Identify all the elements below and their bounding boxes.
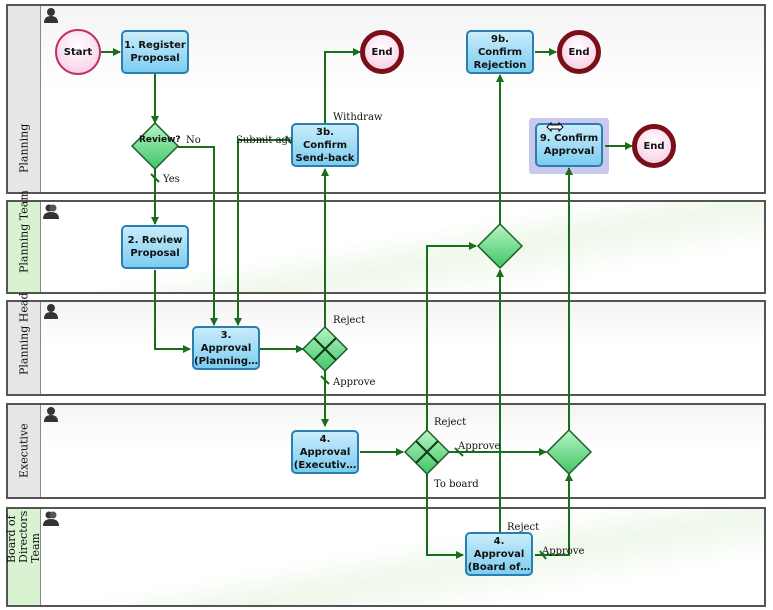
start-event[interactable]: Start: [55, 29, 101, 75]
gateway-approve-merge: [545, 428, 593, 476]
flow-label-to-board: To board: [434, 479, 479, 490]
lane-label-box: Board of Directors Team: [5, 509, 42, 605]
flow-label-reject: Reject: [434, 417, 467, 428]
lane-planning-head[interactable]: Planning Head: [6, 293, 766, 396]
end-event-withdraw[interactable]: End: [360, 30, 404, 74]
person-icon: [44, 8, 58, 23]
move-cursor-icon: [546, 121, 564, 133]
flow-review-no: [178, 146, 218, 326]
task-approval-executive[interactable]: 4. Approval (Executiv…: [291, 430, 359, 474]
flow-submit-again: [234, 139, 290, 326]
end-label: End: [371, 46, 393, 58]
task-confirm-approval[interactable]: 9. Confirm Approval: [535, 123, 603, 167]
task-confirm-rejection[interactable]: 9b. Confirm Rejection: [466, 30, 534, 74]
end-label: End: [568, 46, 590, 58]
end-label: End: [643, 140, 665, 152]
task-confirm-send-back[interactable]: 3b. Confirm Send-back: [291, 123, 359, 167]
group-icon: [43, 204, 59, 219]
flow-label-withdraw: Withdraw: [333, 112, 383, 123]
end-event-approval[interactable]: End: [632, 124, 676, 168]
lane-label-box: Executive: [8, 405, 41, 497]
flow-label-reject: Reject: [507, 522, 540, 533]
flow-label-approve: Approve: [542, 546, 585, 557]
lane-label-box: Planning Team: [8, 190, 41, 292]
flow-label-no: No: [186, 135, 201, 146]
end-event-rejection[interactable]: End: [557, 30, 601, 74]
task-review-proposal[interactable]: 2. Review Proposal: [121, 225, 189, 269]
flow-label-approve: Approve: [458, 441, 501, 452]
person-icon: [44, 304, 58, 319]
task-register-proposal[interactable]: 1. Register Proposal: [121, 30, 189, 74]
flow-label-yes: Yes: [163, 174, 180, 185]
gateway-executive-decision: [403, 428, 451, 476]
flow-review-to-approval: [154, 270, 191, 353]
lane-planning-team[interactable]: Planning Team: [6, 190, 766, 294]
start-label: Start: [63, 46, 93, 58]
lane-label-box: Planning Head: [8, 293, 41, 394]
gateway-reject-merge: [476, 222, 524, 270]
gateway-review: [130, 121, 180, 171]
flow-board-approve: [535, 473, 573, 556]
lane-board-of-directors-team[interactable]: Board of Directors Team: [5, 507, 766, 607]
flow-withdraw: [324, 48, 361, 123]
task-approval-board[interactable]: 4. Approval (Board of…: [465, 532, 533, 576]
flow-gw2-reject: [426, 242, 477, 430]
group-icon: [43, 511, 59, 526]
flow-label-reject: Reject: [333, 315, 366, 326]
flow-label-approve: Approve: [333, 377, 376, 388]
lane-label-box: Planning: [8, 6, 41, 192]
person-icon: [44, 407, 58, 422]
task-approval-planning[interactable]: 3. Approval (Planning…: [192, 326, 260, 370]
flow-label-submit-again: Submit again: [236, 135, 292, 146]
flow-gw2-to-board: [426, 474, 464, 559]
gateway-planning-head-decision: [301, 325, 349, 373]
gateway-review-label: Review?: [139, 135, 181, 145]
